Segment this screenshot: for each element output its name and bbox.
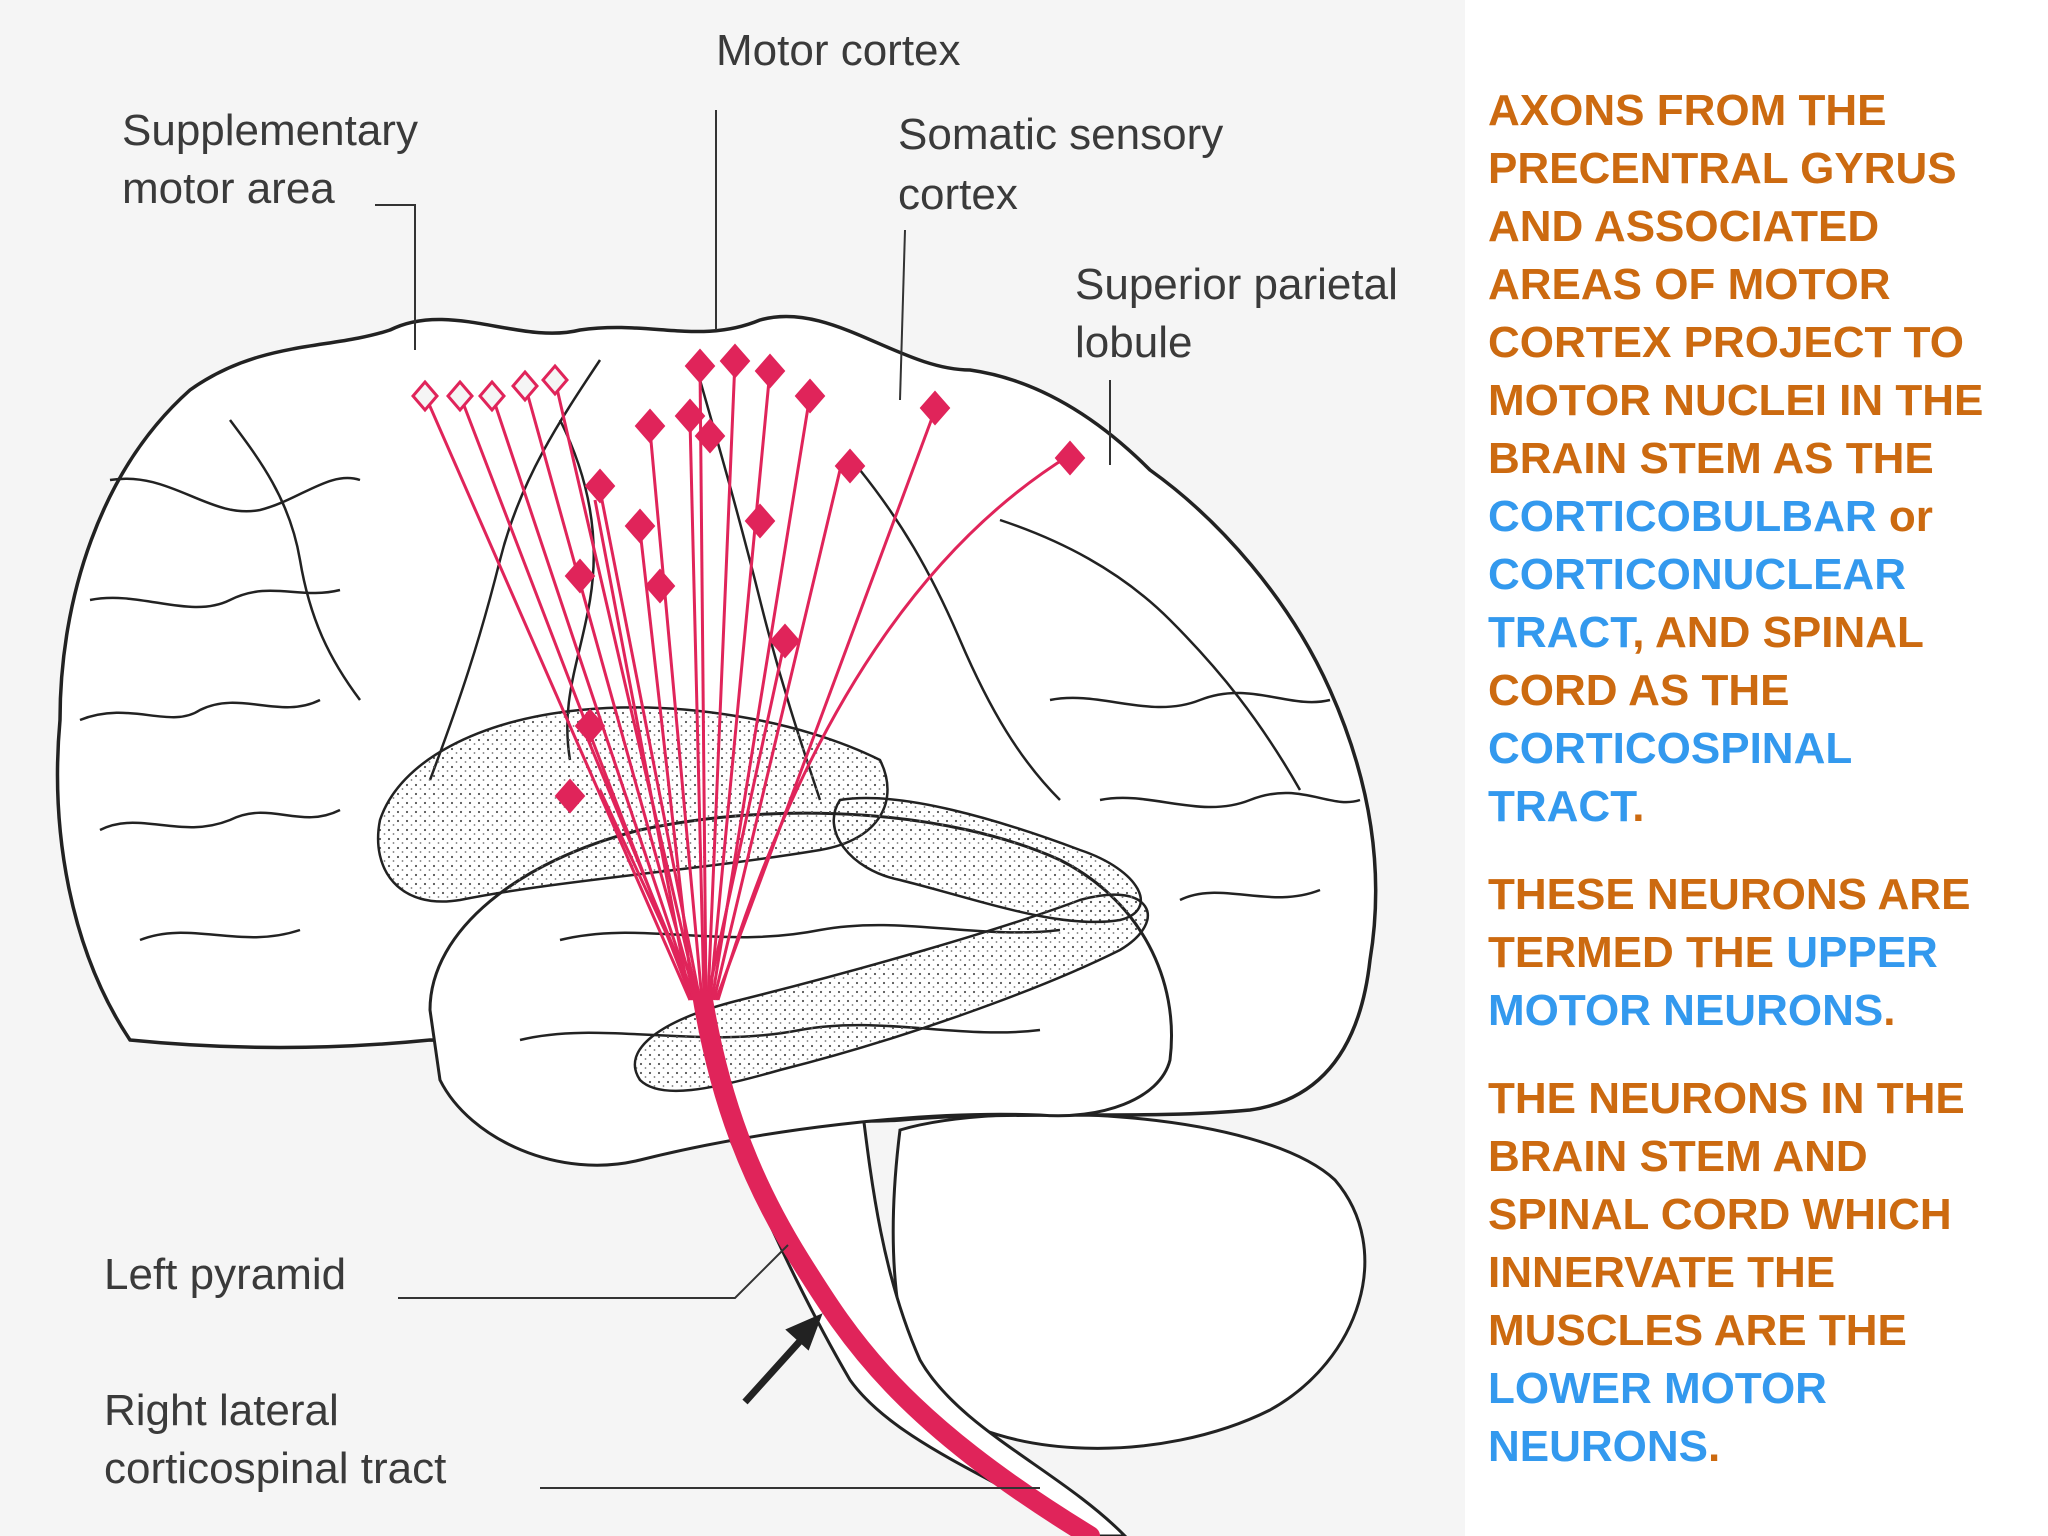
- text-line: TERMED THE UPPER: [1488, 924, 2028, 982]
- text-line: CORD AS THE: [1488, 666, 1790, 715]
- leader-lines: [375, 110, 1111, 1489]
- text-line: AXONS FROM THE: [1488, 86, 1887, 135]
- text-fragment: TERMED THE: [1488, 928, 1787, 977]
- lateral-ventricle: [633, 893, 1149, 1093]
- text-fragment: .: [1883, 986, 1896, 1035]
- paragraph-lower-motor-neurons: THE NEURONS IN THE BRAIN STEM AND SPINAL…: [1488, 1070, 2028, 1476]
- label-motor-cortex: Motor cortex: [716, 26, 961, 75]
- term-upper: UPPER: [1786, 928, 1938, 977]
- label-left-pyramid: Left pyramid: [104, 1250, 347, 1299]
- label-parietal-line1: Superior parietal: [1075, 260, 1398, 309]
- text-line: AND ASSOCIATED: [1488, 202, 1880, 251]
- corticospinal-fibers: [423, 359, 1071, 1001]
- term-tract: TRACT: [1488, 782, 1633, 831]
- text-line: TRACT, AND SPINAL: [1488, 604, 2028, 662]
- text-fragment: or: [1876, 492, 1933, 541]
- label-supplementary-line1: Supplementary: [122, 106, 418, 155]
- label-right-lateral-line1: Right lateral: [104, 1386, 339, 1435]
- text-line: AREAS OF MOTOR: [1488, 260, 1891, 309]
- text-line: TRACT.: [1488, 778, 2028, 836]
- text-line: NEURONS.: [1488, 1418, 2028, 1476]
- cerebellum: [891, 1112, 1367, 1450]
- term-lower-motor: LOWER MOTOR: [1488, 1364, 1827, 1413]
- text-line: INNERVATE THE: [1488, 1248, 1836, 1297]
- brain-diagram-panel: Motor cortex Supplementary motor area So…: [55, 26, 1398, 1536]
- label-parietal-line2: lobule: [1075, 318, 1193, 367]
- text-line: MOTOR NUCLEI IN THE: [1488, 376, 1984, 425]
- descending-tract: [693, 990, 1100, 1536]
- term-tract: TRACT: [1488, 608, 1633, 657]
- text-fragment: .: [1632, 782, 1645, 831]
- text-line: CORTICOBULBAR or: [1488, 488, 2028, 546]
- label-somatic-line1: Somatic sensory: [898, 110, 1224, 159]
- paragraph-axons: AXONS FROM THE PRECENTRAL GYRUS AND ASSO…: [1488, 82, 2028, 836]
- thalamus-region: [832, 796, 1142, 924]
- term-motor-neurons: MOTOR NEURONS: [1488, 986, 1884, 1035]
- term-corticonuclear: CORTICONUCLEAR: [1488, 550, 1906, 599]
- brain-diagram: [55, 110, 1378, 1536]
- text-line: CORTEX PROJECT TO: [1488, 318, 1964, 367]
- text-line: THE NEURONS IN THE: [1488, 1074, 1965, 1123]
- text-line: MUSCLES ARE THE: [1488, 1306, 1907, 1355]
- label-somatic-line2: cortex: [898, 170, 1018, 219]
- text-line: BRAIN STEM AS THE: [1488, 434, 1934, 483]
- text-line: BRAIN STEM AND: [1488, 1132, 1868, 1181]
- upper-motor-neurons: [411, 343, 1086, 814]
- explanation-text: AXONS FROM THE PRECENTRAL GYRUS AND ASSO…: [1488, 82, 2028, 1506]
- label-right-lateral-line2: corticospinal tract: [104, 1444, 447, 1493]
- text-fragment: , AND SPINAL: [1632, 608, 1924, 657]
- text-fragment: .: [1708, 1422, 1721, 1471]
- term-corticospinal: CORTICOSPINAL: [1488, 724, 1853, 773]
- text-line: PRECENTRAL GYRUS: [1488, 144, 1957, 193]
- text-line: MOTOR NEURONS.: [1488, 982, 2028, 1040]
- tract-arrow: [742, 1313, 823, 1405]
- term-corticobulbar: CORTICOBULBAR: [1488, 492, 1877, 541]
- text-line: SPINAL CORD WHICH: [1488, 1190, 1952, 1239]
- term-neurons: NEURONS: [1488, 1422, 1709, 1471]
- label-supplementary-line2: motor area: [122, 164, 335, 213]
- paragraph-upper-motor-neurons: THESE NEURONS ARE TERMED THE UPPER MOTOR…: [1488, 866, 2028, 1040]
- text-line: THESE NEURONS ARE: [1488, 870, 1971, 919]
